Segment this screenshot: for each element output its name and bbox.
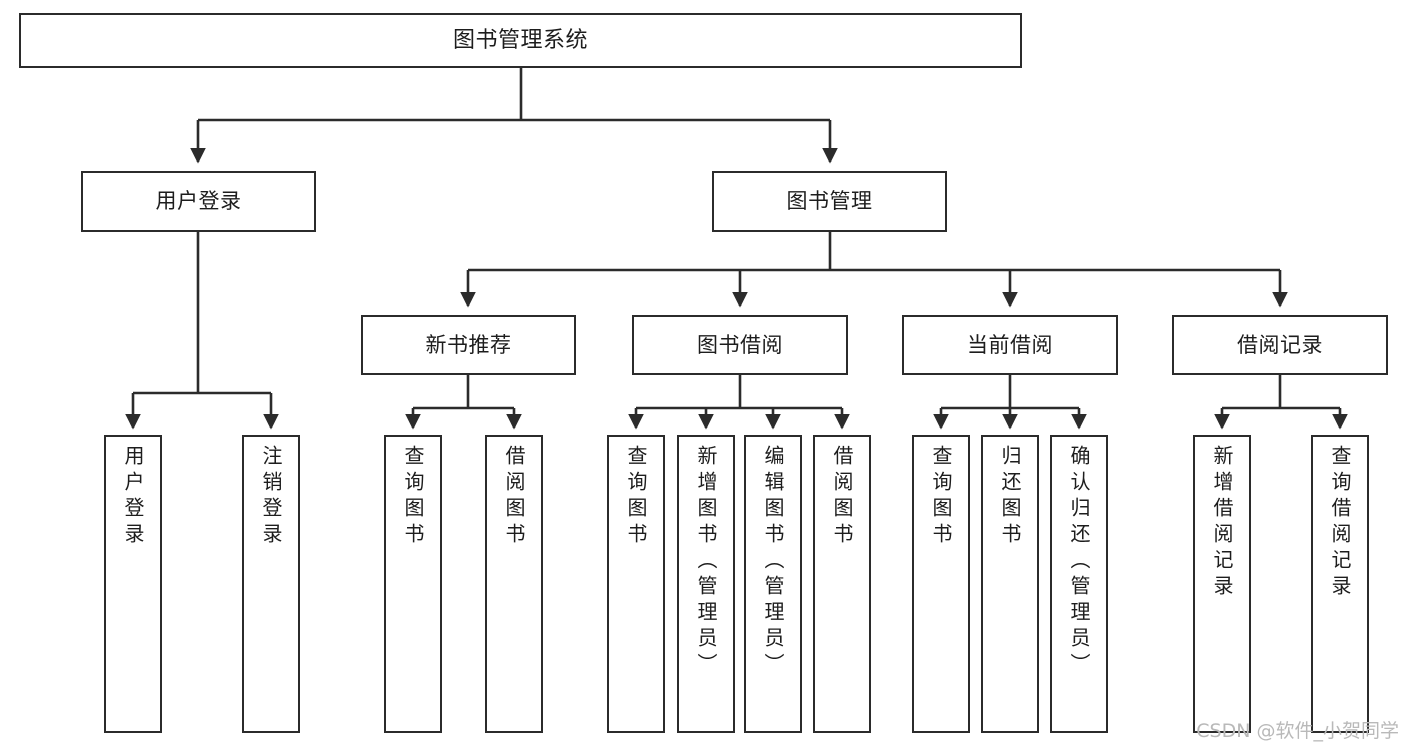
- leaf-record-query[interactable]: 查询借阅记录: [1311, 435, 1369, 733]
- leaf-borrow-query-book[interactable]: 查询图书: [607, 435, 665, 733]
- node-user-login[interactable]: 用户登录: [81, 171, 316, 232]
- leaf-current-query-book[interactable]: 查询图书: [912, 435, 970, 733]
- node-label: 查询图书: [401, 445, 425, 549]
- node-current-borrow[interactable]: 当前借阅: [902, 315, 1118, 375]
- leaf-user-logout[interactable]: 注销登录: [242, 435, 300, 733]
- node-label: 用户登录: [155, 189, 242, 214]
- node-label: 借阅图书: [502, 445, 526, 549]
- leaf-borrow-edit-book[interactable]: 编辑图书（管理员）: [744, 435, 802, 733]
- node-label: 新书推荐: [425, 332, 512, 357]
- node-label: 确认归还（管理员）: [1067, 445, 1091, 679]
- leaf-current-return-book[interactable]: 归还图书: [981, 435, 1039, 733]
- node-book-borrow[interactable]: 图书借阅: [632, 315, 848, 375]
- node-label: 编辑图书（管理员）: [761, 445, 785, 679]
- node-label: 图书管理: [786, 189, 873, 214]
- node-label: 新增图书（管理员）: [694, 445, 718, 679]
- node-label: 查询借阅记录: [1328, 445, 1352, 601]
- node-label: 用户登录: [121, 445, 145, 549]
- leaf-borrow-borrow-book[interactable]: 借阅图书: [813, 435, 871, 733]
- node-label: 新增借阅记录: [1210, 445, 1234, 601]
- leaf-record-add[interactable]: 新增借阅记录: [1193, 435, 1251, 733]
- leaf-borrow-add-book[interactable]: 新增图书（管理员）: [677, 435, 735, 733]
- node-label: 图书借阅: [697, 332, 783, 357]
- node-label: 当前借阅: [967, 332, 1053, 357]
- node-label: 查询图书: [929, 445, 953, 549]
- node-root-system[interactable]: 图书管理系统: [19, 13, 1022, 68]
- leaf-user-login[interactable]: 用户登录: [104, 435, 162, 733]
- node-label: 借阅图书: [830, 445, 854, 549]
- leaf-recommend-borrow-book[interactable]: 借阅图书: [485, 435, 543, 733]
- node-label: 图书管理系统: [452, 27, 588, 53]
- node-label: 注销登录: [259, 445, 283, 549]
- leaf-recommend-query-book[interactable]: 查询图书: [384, 435, 442, 733]
- node-label: 借阅记录: [1237, 332, 1323, 357]
- node-book-management[interactable]: 图书管理: [712, 171, 947, 232]
- node-new-book-recommend[interactable]: 新书推荐: [361, 315, 576, 375]
- node-borrow-record[interactable]: 借阅记录: [1172, 315, 1388, 375]
- node-label: 查询图书: [624, 445, 648, 549]
- leaf-current-confirm-return[interactable]: 确认归还（管理员）: [1050, 435, 1108, 733]
- node-label: 归还图书: [998, 445, 1022, 549]
